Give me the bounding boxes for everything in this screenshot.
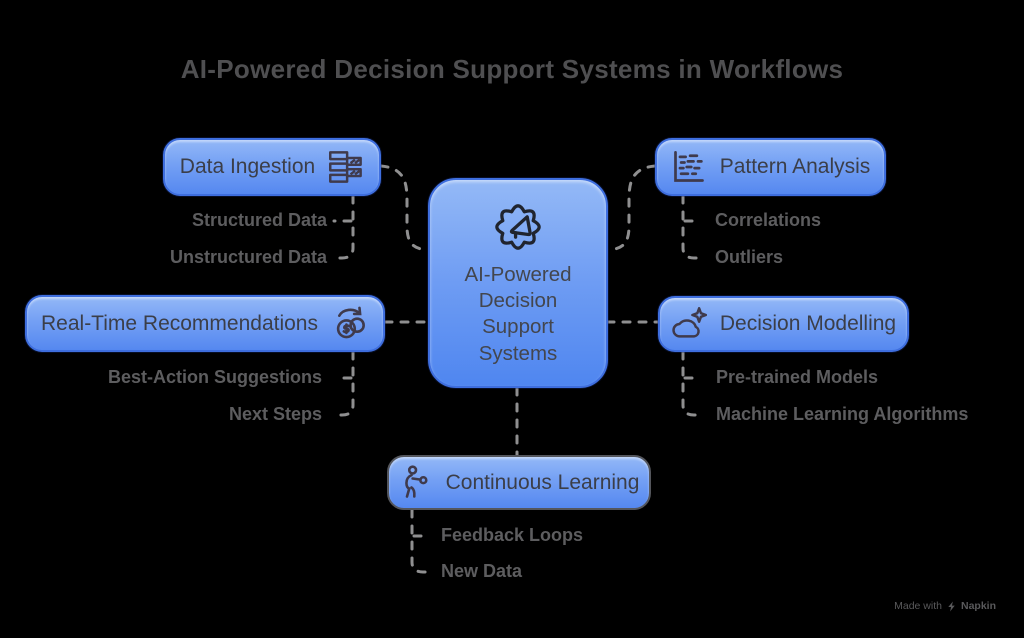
node-decision-modelling: Decision Modelling (658, 296, 909, 352)
money-cycle-icon (336, 306, 365, 338)
sub-correlations: Correlations (715, 210, 822, 230)
sub-new-data: New Data (441, 561, 523, 581)
connector-pattern-analysis-subs (681, 194, 702, 260)
gear-funnel-icon (495, 204, 541, 250)
node-pattern-analysis-label: Pattern Analysis (719, 155, 871, 178)
napkin-lightning-icon (948, 600, 955, 612)
node-data-ingestion: Data Ingestion (163, 138, 381, 196)
sub-feedback-loops: Feedback Loops (441, 525, 584, 545)
connector-decision-modelling-subs (681, 350, 705, 417)
node-real-time-recommendations: Real-Time Recommendations (25, 295, 385, 352)
sub-unstructured-data: Unstructured Data (169, 247, 327, 267)
sub-machine-learning-algorithms: Machine Learning Algorithms (716, 404, 969, 424)
node-real-time-recommendations-label: Real-Time Recommendations (41, 311, 318, 335)
sub-structured-data: Structured Data (191, 210, 327, 230)
chart-pattern-icon (673, 151, 704, 182)
watermark-brand: Napkin (960, 600, 996, 612)
node-pattern-analysis: Pattern Analysis (655, 138, 886, 196)
sub-next-steps: Next Steps (228, 404, 322, 424)
node-continuous-learning: Continuous Learning (387, 455, 651, 510)
node-center-ai-dss: AI-Powered Decision Support Systems (428, 178, 608, 388)
center-node-label: AI-Powered Decision Support Systems (464, 263, 572, 365)
sub-best-action-suggestions: Best-Action Suggestions (107, 367, 322, 387)
node-data-ingestion-label: Data Ingestion (179, 155, 316, 178)
person-motion-icon (404, 464, 428, 498)
watermark-prefix: Made with (894, 600, 942, 612)
node-decision-modelling-label: Decision Modelling (719, 312, 897, 335)
data-rows-icon (329, 151, 363, 183)
connector-data-ingestion-subs (329, 194, 355, 260)
node-continuous-learning-label: Continuous Learning (445, 470, 640, 494)
cloud-sparkle-icon (672, 307, 707, 338)
sub-outliers: Outliers (715, 247, 784, 267)
diagram-title: AI-Powered Decision Support Systems in W… (180, 54, 844, 84)
connector-pattern-analysis-center (606, 164, 657, 252)
sub-pre-trained-models: Pre-trained Models (716, 367, 879, 387)
connector-continuous-learning-subs (410, 508, 432, 574)
connector-data-ingestion-center (379, 164, 430, 252)
watermark: Made with Napkin (894, 600, 996, 612)
connector-realtime-subs (331, 350, 355, 417)
